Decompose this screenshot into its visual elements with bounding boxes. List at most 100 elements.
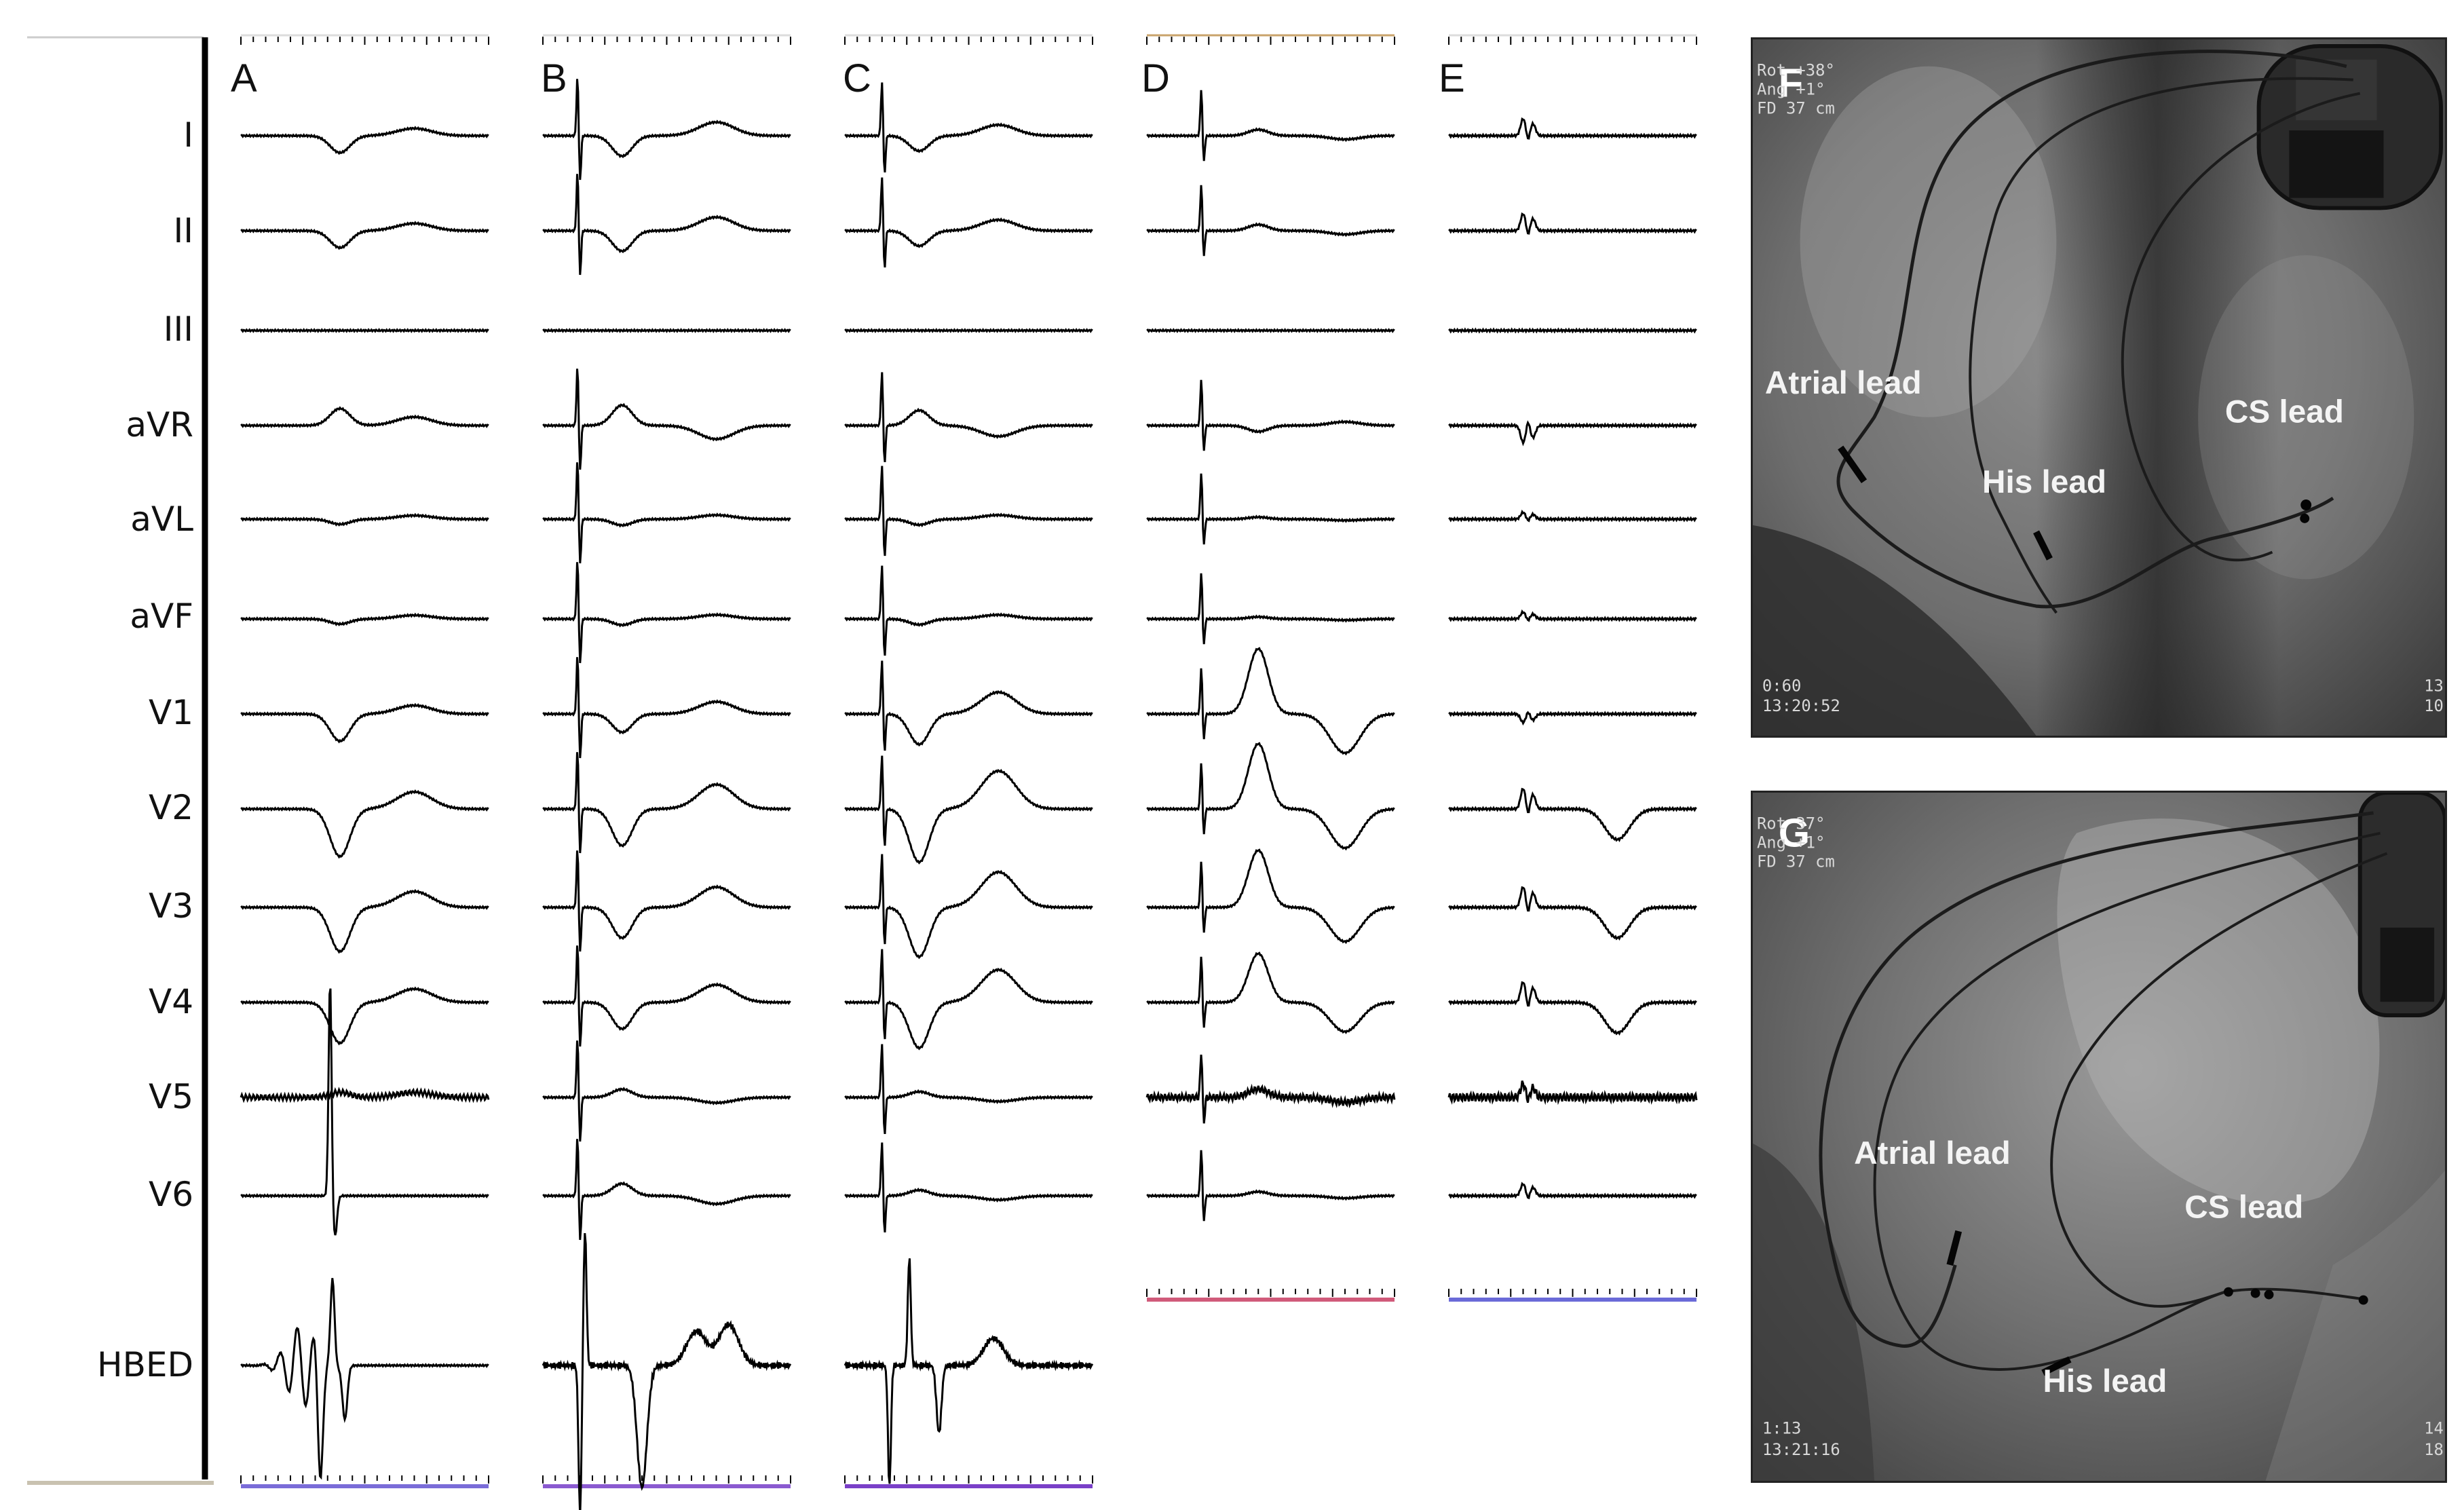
ecg-trace [844,372,1093,463]
ecg-trace [1448,609,1697,622]
atrial-lead-tip [1838,445,1868,484]
lead-wire [1819,811,2374,1348]
lead-wire [1969,77,2353,614]
lead-label: V5 [149,1077,193,1116]
ecg-trace [844,82,1093,173]
ecg-trace [240,406,489,428]
ecg-trace [542,79,791,181]
lead-labels: I II III aVR aVL aVF V1 V2 V3 V4 V5 V6 H… [97,115,193,1384]
ecg-trace [844,466,1093,556]
lead-wire [2121,92,2361,562]
lead-label: III [164,309,193,349]
cs-lead-label: CS lead [2225,394,2344,430]
panel-letter-f: F [1779,60,1803,106]
meta-fluoro-time: 1:13 [1762,1418,1801,1437]
his-lead-label: His lead [1982,464,2106,500]
ecg-trace [1146,848,1395,945]
meta-corner: 18 [2424,1440,2444,1459]
ecg-trace [1448,117,1697,140]
ecg-trace [542,657,791,759]
ecg-trace [1146,647,1395,756]
device-can [2357,793,2445,1018]
cs-lead-electrode [2250,1288,2260,1298]
ecg-trace [1448,327,1697,334]
ecg-trace [542,945,791,1047]
ecg-trace [844,565,1093,656]
ecg-trace [844,949,1093,1051]
his-lead-tip [2041,1356,2072,1376]
ecg-trace [1146,573,1395,645]
panel-letter-e: E [1439,56,1465,100]
lead-label: V4 [149,982,193,1021]
ecg-trace [542,1232,792,1510]
meta-angulation: Ang +1° [1757,80,1825,99]
ecg-trace [1146,328,1395,333]
meta-rotation: Rot 37° [1757,814,1825,833]
his-lead-label: His lead [2043,1363,2167,1399]
fluoro-panel-g: Atrial lead His lead CS lead G Rot 37° A… [1751,791,2447,1483]
meta-fd: FD 37 cm [1757,98,1835,117]
ecg-trace [240,702,489,744]
atrial-lead-label: Atrial lead [1765,365,1922,401]
lead-label: HBED [97,1345,193,1384]
ecg-trace [542,850,791,952]
ecg-trace [240,512,489,527]
ecg-trace [844,660,1093,751]
cs-lead-electrode [2300,513,2310,523]
ecg-trace [240,986,489,1046]
ecg-trace [542,174,791,276]
meta-rotation: Rot +38° [1757,61,1835,80]
panel-letter-d: D [1141,56,1170,100]
ecg-trace [1448,711,1697,726]
ecg-trace [542,328,791,333]
ecg-trace [240,988,489,1236]
ecg-trace [844,1044,1093,1135]
ecg-trace [240,126,489,155]
meta-angulation: Ang +1° [1757,833,1825,852]
ecg-trace [240,328,489,333]
lead-wire [1836,50,2347,609]
panel-letter-g: G [1779,810,1810,856]
lead-label: II [174,211,194,250]
atrial-lead-label: Atrial lead [1854,1135,2011,1171]
cs-lead-tip [2300,499,2312,510]
ecg-trace [1448,1182,1697,1200]
ecg-trace [1448,981,1697,1036]
ecg-trace [1146,185,1395,257]
ecg-trace [1146,379,1395,451]
ecg-trace [1146,1150,1395,1222]
ecg-trace [844,328,1093,333]
ecg-trace [240,888,489,954]
ecg-trace [542,1139,791,1241]
ecg-trace [1146,951,1395,1034]
cs-lead-label: CS lead [2184,1189,2303,1225]
panel-letter-c: C [843,56,871,100]
ecg-tracings: I II III aVR aVL aVF V1 V2 V3 V4 V5 V6 H… [27,34,1698,1510]
ecg-trace [844,854,1093,960]
ecg-trace [1447,1080,1698,1106]
lead-label: aVR [126,405,193,445]
panel-letter-a: A [231,56,257,100]
panel-letter-b: B [541,56,567,100]
time-scale-ticks [240,34,1697,1488]
lead-label: aVL [130,499,193,539]
lead-label: V3 [149,886,193,926]
meta-fluoro-time: 0:60 [1762,676,1801,695]
ecg-trace [1146,473,1395,545]
ecg-trace [542,752,791,854]
ecg-trace [844,177,1093,268]
ecg-trace [240,221,489,250]
fluoro-panel-f: Atrial lead His lead CS lead F Rot +38° … [1751,37,2447,738]
ecg-trace [1448,886,1697,941]
cs-lead-tip [2358,1295,2368,1305]
ecg-trace [844,1258,1094,1484]
ecg-trace [1448,787,1697,843]
meta-corner: 14 [2424,1418,2444,1437]
ecg-trace [1448,212,1697,235]
cs-lead-electrode [2264,1289,2274,1300]
lead-label: V6 [149,1175,193,1214]
ecg-trace [240,612,489,626]
atrial-lead-tip [1946,1230,1963,1266]
cs-lead-electrode [2223,1287,2233,1297]
ecg-waveforms [240,79,1698,1510]
